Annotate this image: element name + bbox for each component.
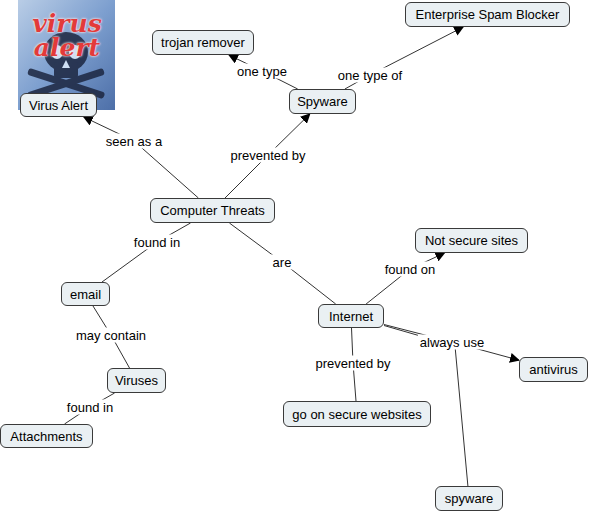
link-label: are	[271, 255, 294, 270]
link-label: seen as a	[104, 134, 164, 149]
node-text: trojan remover	[161, 35, 245, 50]
link-label: prevented by	[313, 356, 392, 371]
node-text: go on secure websites	[292, 407, 421, 422]
link-label: one type of	[336, 68, 404, 83]
node-text: Virus Alert	[29, 98, 88, 113]
concept-box: spyware	[435, 486, 503, 511]
link-label: may contain	[74, 328, 148, 343]
node-text: Internet	[329, 309, 373, 324]
concept-box: Spyware	[289, 89, 356, 114]
concept-box: Internet	[318, 304, 384, 328]
concept-box: Not secure sites	[415, 228, 528, 253]
connector-line	[384, 325, 519, 361]
link-label: one type	[235, 64, 289, 79]
link-label: found in	[132, 235, 182, 250]
concept-box: Enterprise Spam Blocker	[405, 2, 570, 27]
node-text: Computer Threats	[160, 203, 265, 218]
connector-line	[102, 223, 191, 282]
node-text: email	[70, 287, 101, 302]
concept-box: Viruses	[107, 368, 166, 393]
concept-box: go on secure websites	[283, 401, 431, 427]
concept-box: Virus Alert	[20, 93, 97, 117]
illustration-caption: virus alert	[22, 12, 112, 60]
node-text: Attachments	[10, 429, 82, 444]
link-label: found in	[65, 400, 115, 415]
connector-line	[229, 55, 298, 89]
node-text: antivirus	[529, 362, 577, 377]
concept-box: antivirus	[519, 357, 588, 382]
connector-line	[225, 114, 310, 198]
concept-box: email	[61, 282, 110, 306]
concept-box: trojan remover	[152, 30, 254, 55]
link-label: prevented by	[228, 148, 307, 163]
link-label: found on	[383, 262, 438, 277]
connector-line	[65, 393, 115, 424]
connector-line	[229, 223, 335, 304]
node-text: Viruses	[115, 373, 158, 388]
node-text: Spyware	[297, 94, 348, 109]
connector-line	[84, 117, 199, 198]
connector-line	[366, 253, 444, 304]
concept-box: Attachments	[0, 424, 93, 448]
concept-box: Computer Threats	[150, 198, 275, 223]
link-label: always use	[418, 335, 486, 350]
node-text: Enterprise Spam Blocker	[416, 7, 560, 22]
node-text: spyware	[445, 491, 493, 506]
node-text: Not secure sites	[425, 233, 518, 248]
